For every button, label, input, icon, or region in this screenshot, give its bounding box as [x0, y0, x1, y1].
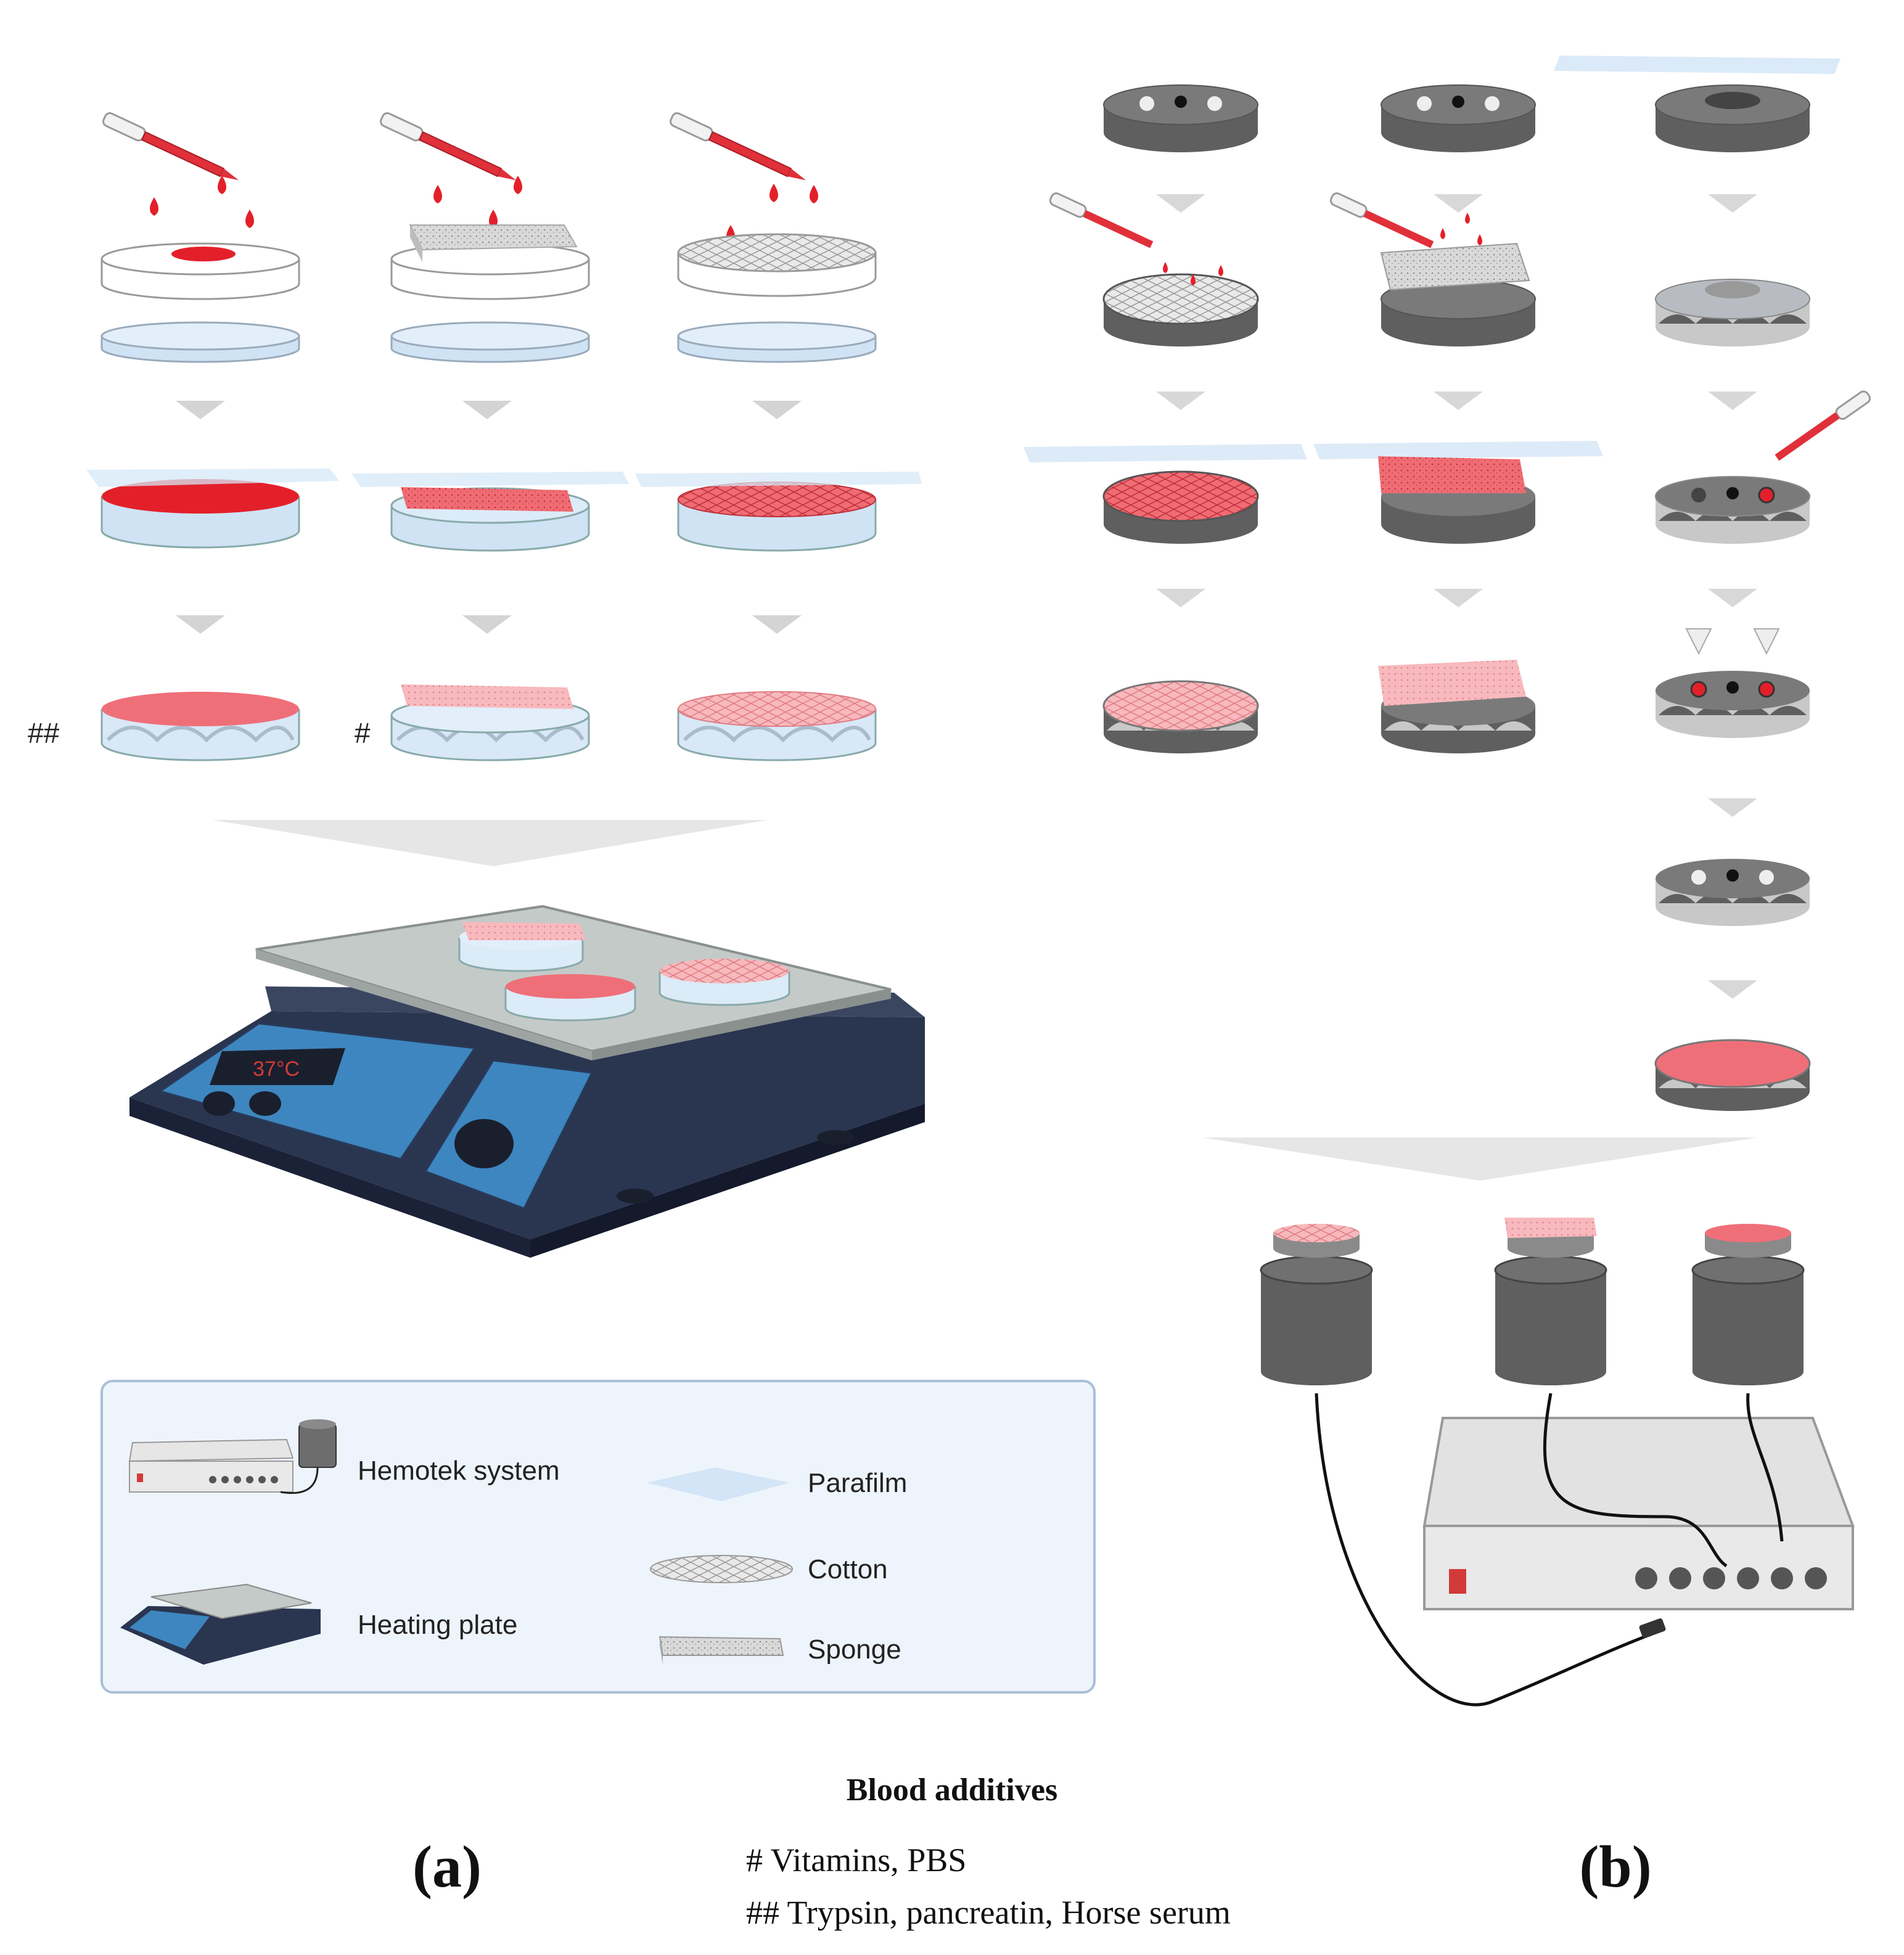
footnote-title: Blood additives [847, 1773, 1057, 1808]
final-dish-sponge [390, 684, 590, 761]
feeder-sponge-2 [1380, 213, 1536, 346]
feeder-blood-final [1654, 1039, 1811, 1111]
petri-dish-cotton [677, 233, 877, 363]
hemotek-feeder-blood [1691, 1224, 1805, 1385]
heating-plate: 37°C [129, 904, 925, 1258]
panel-label-b: (b) [1579, 1834, 1651, 1900]
pipette-icon [1049, 192, 1154, 248]
marker-single-hash: # [355, 717, 371, 749]
legend-label-heating-plate: Heating plate [358, 1610, 517, 1640]
dish-cotton-parafilm [635, 472, 922, 552]
panel-b [1024, 55, 1871, 1707]
temperature-display: 37°C [253, 1057, 300, 1081]
feeder-cotton-final [1102, 680, 1259, 753]
pipette-icon [1329, 192, 1434, 248]
petri-dish-sponge [390, 224, 590, 363]
legend-label-hemotek: Hemotek system [358, 1456, 560, 1486]
footnote-line-2: ## Trypsin, pancreatin, Horse serum [746, 1894, 1231, 1931]
plate-dish-cotton [659, 959, 790, 1006]
dish-blood-parafilm [86, 469, 339, 549]
feeder-cotton-2 [1102, 262, 1259, 346]
legend-label-cotton: Cotton [808, 1554, 888, 1584]
pipette-icon [1775, 390, 1871, 461]
dish-sponge-parafilm [351, 472, 629, 552]
merge-arrow-b [1202, 1137, 1757, 1181]
petri-dish-blood [101, 242, 300, 363]
feeder-empty-2 [1381, 84, 1536, 152]
marker-double-hash: ## [28, 717, 60, 749]
step-arrows-b [1156, 194, 1757, 999]
pipette-icon [670, 112, 806, 181]
parafilm-icon [647, 1467, 789, 1501]
pipette-icon [102, 112, 239, 181]
feeder-empty-1 [1103, 84, 1258, 152]
cotton-icon [650, 1555, 793, 1583]
plate-dish-sponge [458, 922, 586, 972]
hemotek-feeder-cotton [1260, 1224, 1373, 1385]
step-arrows [176, 401, 802, 634]
heating-plate-icon [120, 1583, 321, 1665]
sponge-icon [659, 1636, 784, 1665]
final-dish-cotton [677, 691, 877, 761]
hemotek-system-icon [128, 1419, 337, 1494]
pipette-icon [380, 112, 517, 181]
legend-label-parafilm: Parafilm [808, 1468, 907, 1498]
feeder-parafilm-wrapped-2 [1655, 279, 1810, 346]
legend-label-sponge: Sponge [808, 1634, 901, 1665]
feeder-fill-tips [1656, 628, 1810, 738]
hemotek-feeder-sponge [1494, 1218, 1607, 1385]
plate-dish-blood [504, 974, 636, 1022]
panel-label-a: (a) [412, 1834, 482, 1900]
feeder-cotton-blood-3 [1024, 444, 1307, 544]
hemotek-cables [1315, 1393, 1784, 1707]
feeder-fill-3 [1655, 476, 1810, 544]
feeder-sponge-blood-3 [1313, 441, 1603, 544]
footnote-line-1: # Vitamins, PBS [746, 1842, 966, 1879]
hemotek-unit [1422, 1417, 1855, 1610]
feeder-sealed [1656, 859, 1810, 926]
feeder-sponge-final [1378, 660, 1535, 753]
final-dish-blood [101, 692, 300, 761]
feeder-parafilm-3 [1554, 55, 1840, 152]
merge-arrow [213, 820, 768, 866]
panel-a: ## # 37°C [28, 112, 1096, 1694]
legend-box: Hemotek system Heating plate Parafilm Co… [101, 1380, 1096, 1694]
